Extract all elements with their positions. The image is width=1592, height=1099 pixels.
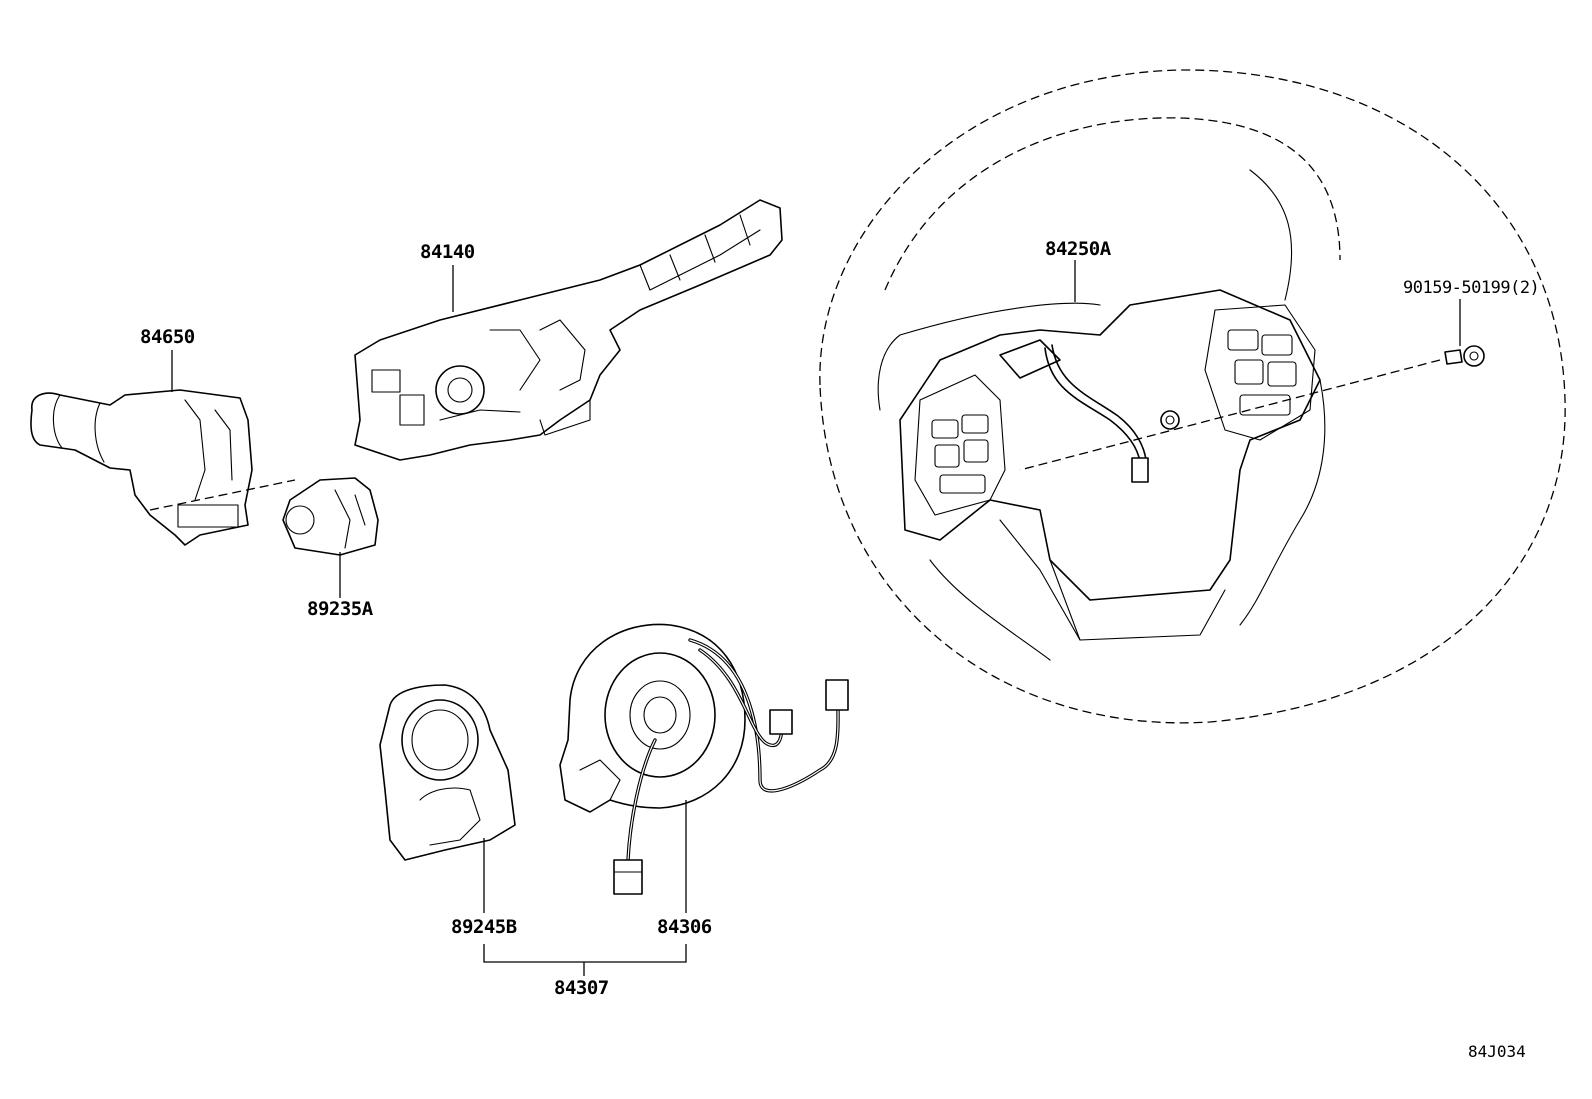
combination-switch-84140[interactable] — [354, 199, 783, 461]
label-90159-50199: 90159-50199(2) — [1403, 278, 1540, 298]
bolt-axis-line — [1019, 359, 1441, 471]
label-84250A: 84250A — [1045, 238, 1111, 260]
switch-axis-line — [149, 479, 296, 511]
wiper-switch-84650[interactable] — [30, 389, 253, 546]
label-84307: 84307 — [554, 977, 609, 999]
label-89245B: 89245B — [451, 916, 517, 938]
steering-sensor-89235A[interactable] — [282, 477, 379, 556]
sensor-ring-89245B[interactable] — [379, 684, 516, 861]
label-84306: 84306 — [657, 916, 712, 938]
spiral-cable-84306[interactable] — [559, 623, 849, 895]
steering-wheel[interactable] — [819, 69, 1566, 724]
leader-lines — [171, 260, 1461, 976]
label-84650: 84650 — [140, 326, 195, 348]
label-84140: 84140 — [420, 241, 475, 263]
bolt-90159[interactable] — [1444, 345, 1485, 367]
diagram-reference-code: 84J034 — [1468, 1042, 1526, 1061]
label-89235A: 89235A — [307, 598, 373, 620]
